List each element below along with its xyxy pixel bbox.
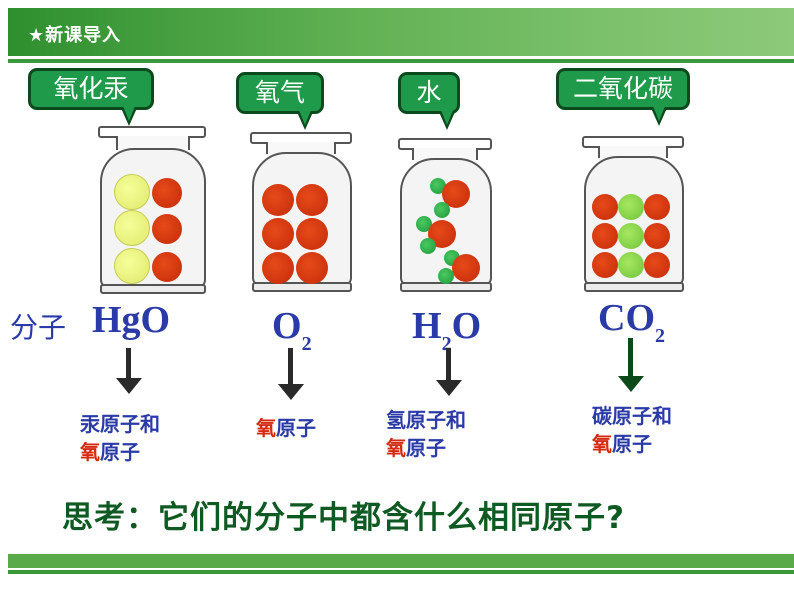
composition-rest: 原子 bbox=[276, 416, 316, 440]
oxygen-atom bbox=[592, 223, 618, 249]
down-arrow-icon bbox=[114, 348, 144, 394]
mercury-atom bbox=[114, 174, 150, 210]
oxygen-highlight: 氧 bbox=[256, 416, 276, 440]
hydrogen-atom bbox=[434, 202, 450, 218]
formula-carbon-dioxide: CO2 bbox=[598, 297, 665, 347]
mercury-atom bbox=[114, 248, 150, 284]
oxygen-atom bbox=[296, 218, 328, 250]
carbon-atom bbox=[618, 223, 644, 249]
oxygen-atom bbox=[296, 184, 328, 216]
carbon-atom bbox=[618, 252, 644, 278]
oxygen-atom bbox=[296, 252, 328, 284]
header-bar: ★新课导入 bbox=[8, 8, 794, 56]
composition-rest: 原子 bbox=[612, 432, 652, 456]
formula-water: H2O bbox=[412, 305, 482, 355]
molecule-label: 分子 bbox=[10, 311, 67, 344]
formula-subscript: 2 bbox=[301, 333, 312, 355]
oxygen-atom bbox=[644, 194, 670, 220]
formula-text: H bbox=[412, 305, 442, 347]
oxygen-atom bbox=[262, 252, 294, 284]
oxygen-atom bbox=[152, 214, 182, 244]
formula-text: O bbox=[272, 305, 302, 347]
jar-water bbox=[398, 138, 494, 294]
oxygen-atom bbox=[262, 184, 294, 216]
oxygen-atom bbox=[644, 252, 670, 278]
composition-line1: 碳原子和 bbox=[592, 404, 672, 428]
formula-mercury-oxide: HgO bbox=[92, 300, 170, 340]
question-text: 思考：它们的分子中都含什么相同原子? bbox=[62, 500, 625, 536]
oxygen-atom bbox=[262, 218, 294, 250]
down-arrow-icon bbox=[616, 338, 646, 392]
composition-rest: 原子 bbox=[100, 440, 140, 464]
oxygen-highlight: 氧 bbox=[386, 436, 406, 460]
composition-line1: 汞原子和 bbox=[80, 412, 160, 436]
mercury-atom bbox=[114, 210, 150, 246]
callout-label: 氧化汞 bbox=[53, 74, 129, 103]
composition-carbon-dioxide: 碳原子和 氧原子 bbox=[592, 402, 672, 458]
callout-label: 氧气 bbox=[254, 78, 305, 107]
formula-text: HgO bbox=[92, 299, 171, 341]
header-divider bbox=[8, 59, 794, 63]
footer-band bbox=[8, 554, 794, 568]
oxygen-atom bbox=[152, 178, 182, 208]
callout-oxygen: 氧气 bbox=[236, 72, 324, 130]
hydrogen-atom bbox=[420, 238, 436, 254]
composition-line2: 氧原子 bbox=[386, 434, 466, 462]
composition-water: 氢原子和 氧原子 bbox=[386, 406, 466, 462]
oxygen-atom bbox=[152, 252, 182, 282]
jar-mercury-oxide bbox=[98, 126, 208, 294]
jar-oxygen bbox=[250, 132, 354, 294]
composition-mercury-oxide: 汞原子和 氧原子 bbox=[80, 410, 160, 466]
down-arrow-icon bbox=[434, 348, 464, 396]
composition-line2: 氧原子 bbox=[256, 414, 316, 442]
callout-label: 二氧化碳 bbox=[572, 74, 673, 103]
oxygen-atom bbox=[644, 223, 670, 249]
composition-line1: 氢原子和 bbox=[386, 408, 466, 432]
formula-text: CO bbox=[598, 297, 655, 339]
header-title: ★新课导入 bbox=[28, 25, 122, 46]
composition-oxygen: 氧原子 bbox=[256, 414, 316, 442]
oxygen-highlight: 氧 bbox=[592, 432, 612, 456]
footer-line bbox=[8, 570, 794, 574]
callout-carbon-dioxide: 二氧化碳 bbox=[556, 68, 690, 126]
oxygen-atom bbox=[592, 194, 618, 220]
oxygen-atom bbox=[592, 252, 618, 278]
formula-subscript: 2 bbox=[655, 325, 665, 347]
down-arrow-icon bbox=[276, 348, 306, 400]
composition-line2: 氧原子 bbox=[592, 430, 672, 458]
oxygen-atom bbox=[452, 254, 480, 282]
jar-carbon-dioxide bbox=[582, 136, 686, 294]
formula-subscript: 2 bbox=[441, 333, 452, 355]
callout-water: 水 bbox=[398, 72, 460, 130]
callout-label: 水 bbox=[416, 78, 442, 107]
composition-line2: 氧原子 bbox=[80, 438, 160, 466]
callout-mercury-oxide: 氧化汞 bbox=[28, 68, 154, 126]
hydrogen-atom bbox=[438, 268, 454, 284]
formula-text: O bbox=[451, 305, 482, 347]
carbon-atom bbox=[618, 194, 644, 220]
oxygen-highlight: 氧 bbox=[80, 440, 100, 464]
composition-rest: 原子 bbox=[406, 436, 446, 460]
formula-oxygen: O2 bbox=[272, 305, 312, 355]
